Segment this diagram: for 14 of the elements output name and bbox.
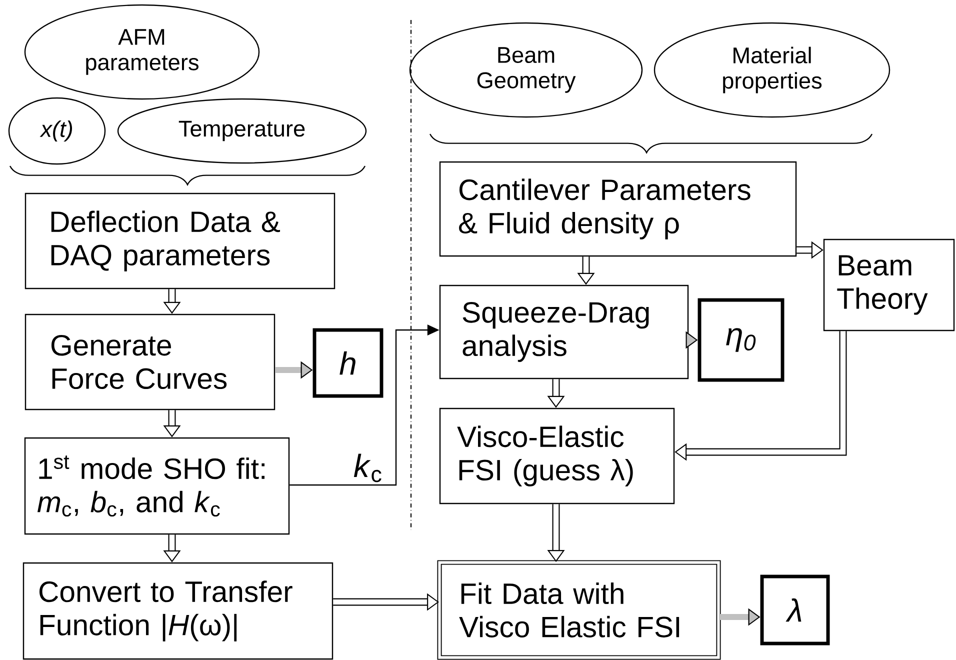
process-box: Deflection Data & DAQ parameters (24, 192, 336, 290)
process-box: Cantilever Parameters & Fluid density ρ (439, 161, 797, 257)
edge-label: k$_{c}$ (352, 452, 384, 484)
process-box: 1$^{st}$ mode SHO fit: m$_{c}$, b$_{c}$, and k$_{c}$ (24, 437, 290, 535)
result-box: η$_{0}$ (698, 298, 784, 382)
result-box: λ (760, 574, 830, 646)
process-box: Visco-Elastic FSI (guess λ) (439, 408, 675, 504)
result-box: h (312, 328, 384, 398)
process-box: Fit Data with Visco Elastic FSI (437, 560, 721, 660)
block-arrow (674, 331, 847, 461)
process-box: Squeeze-Drag analysis (439, 284, 689, 380)
process-box: Convert to Transfer Function |H(ω)| (22, 562, 334, 660)
process-box: Beam Theory (823, 238, 955, 332)
process-box: Generate Force Curves (24, 314, 276, 410)
